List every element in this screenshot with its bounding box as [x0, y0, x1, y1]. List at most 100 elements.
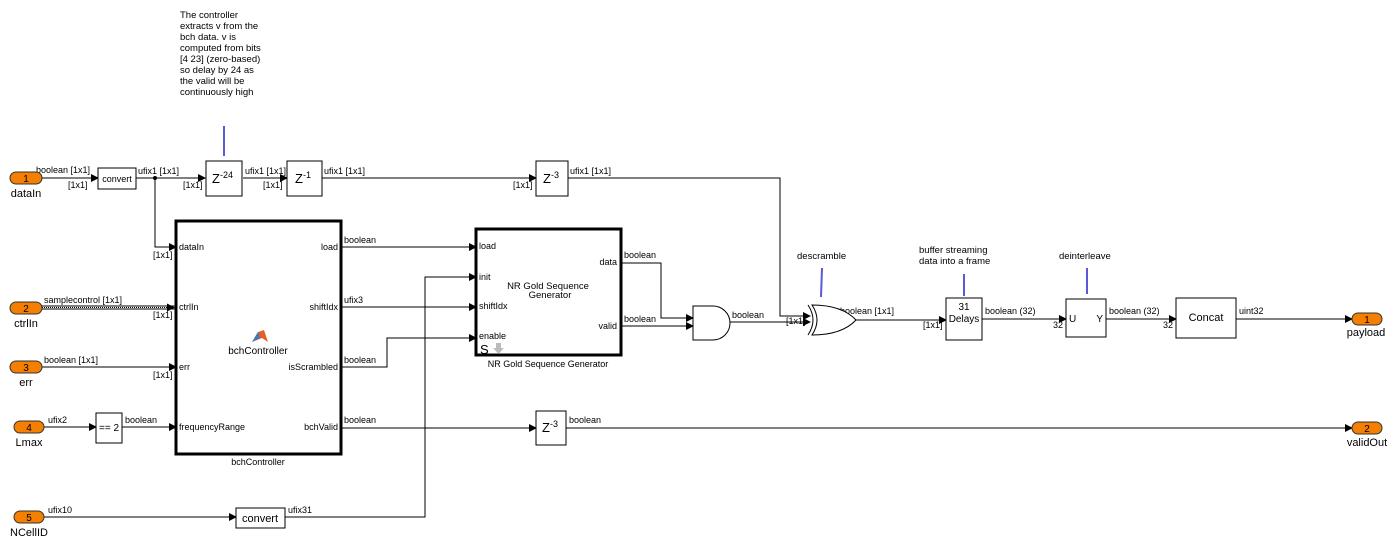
svg-text:payload: payload: [1347, 327, 1386, 339]
svg-text:Concat: Concat: [1189, 312, 1224, 324]
svg-text:Z-3: Z-3: [543, 170, 559, 186]
compare-to-constant-block[interactable]: == 2: [95, 412, 123, 444]
svg-text:extracts v from the: extracts v from the: [180, 21, 258, 32]
svg-text:Z-24: Z-24: [212, 170, 233, 186]
delay-24-block[interactable]: Z-24: [205, 160, 243, 197]
signal-label: boolean [1x1]: [44, 355, 98, 365]
signal-label: boolean: [125, 415, 157, 425]
svg-text:Lmax: Lmax: [16, 437, 43, 449]
inport-err[interactable]: 3 err: [9, 360, 43, 389]
signal-label: ufix10: [48, 505, 72, 515]
svg-text:computed from bits: computed from bits: [180, 43, 261, 54]
svg-text:bch data. v is: bch data. v is: [180, 32, 236, 43]
delay-1-block[interactable]: Z-1: [286, 160, 323, 197]
svg-text:shiftIdx: shiftIdx: [479, 301, 508, 311]
convert-block[interactable]: convert: [97, 167, 137, 190]
dim-label: [1x1]: [153, 310, 173, 320]
signal-label: boolean: [344, 355, 376, 365]
inport-Lmax[interactable]: 4 Lmax: [13, 420, 45, 449]
outport-payload[interactable]: 1 payload: [1347, 312, 1386, 339]
signal-label: boolean: [732, 310, 764, 320]
svg-text:1: 1: [1364, 315, 1370, 326]
signal-label: boolean (32): [985, 306, 1036, 316]
signal-label: ufix2: [48, 415, 67, 425]
deinterleave-block[interactable]: U Y: [1065, 298, 1107, 338]
dim-label: [1x1]: [153, 370, 173, 380]
svg-text:dataIn: dataIn: [179, 242, 204, 252]
convert-ncellid-block[interactable]: convert: [235, 507, 286, 529]
svg-text:load: load: [479, 241, 496, 251]
concat-block[interactable]: Concat: [1175, 297, 1237, 339]
svg-text:bchController: bchController: [228, 346, 288, 357]
svg-text:1: 1: [23, 174, 29, 185]
svg-text:enable: enable: [479, 331, 506, 341]
descramble-note: descramble: [797, 251, 846, 262]
outport-validOut[interactable]: 2 validOut: [1347, 421, 1387, 449]
delays-block[interactable]: 31 Delays: [945, 297, 983, 341]
svg-text:valid: valid: [598, 321, 617, 331]
svg-text:shiftIdx: shiftIdx: [309, 302, 338, 312]
svg-text:U: U: [1069, 314, 1076, 325]
nr-gold-sequence-generator-block[interactable]: load init shiftIdx enable data valid NR …: [474, 227, 623, 357]
svg-text:err: err: [179, 362, 190, 372]
deinterleave-note: deinterleave: [1059, 251, 1111, 262]
svg-text:3: 3: [23, 363, 29, 374]
buffer-note-line2: data into a frame: [919, 256, 990, 267]
dim-label: [1x1]: [923, 320, 943, 330]
svg-text:convert: convert: [242, 513, 278, 525]
svg-text:[4 23] (zero-based): [4 23] (zero-based): [180, 54, 260, 65]
inport-dataIn[interactable]: 1 dataIn: [9, 171, 43, 200]
annotation-connector: [820, 267, 823, 298]
svg-text:convert: convert: [102, 174, 132, 184]
svg-text:dataIn: dataIn: [11, 188, 42, 200]
svg-text:isScrambled: isScrambled: [288, 362, 338, 372]
dim-label: [1x1]: [153, 250, 173, 260]
and-gate-block[interactable]: [692, 305, 731, 341]
signal-label: ufix1 [1x1]: [324, 166, 365, 176]
wires: [42, 174, 1353, 521]
svg-text:The controller: The controller: [180, 10, 238, 21]
svg-text:bchValid: bchValid: [304, 422, 338, 432]
delay-3-valid-block[interactable]: Z-3: [535, 410, 567, 446]
dim-label: [1x1]: [513, 180, 533, 190]
signal-label: uint32: [1239, 306, 1264, 316]
stateflow-s-icon: S: [480, 342, 489, 357]
svg-text:the valid will be: the valid will be: [180, 76, 244, 87]
svg-text:Z-1: Z-1: [295, 170, 311, 186]
svg-text:err: err: [19, 377, 33, 389]
svg-text:Y: Y: [1096, 314, 1103, 325]
controller-note: The controller extracts v from the bch d…: [180, 10, 261, 98]
signal-label: samplecontrol [1x1]: [44, 295, 122, 305]
svg-text:init: init: [479, 272, 491, 282]
inport-NCellID[interactable]: 5 NCellID: [10, 510, 48, 539]
signal-label: boolean [1x1]: [840, 306, 894, 316]
bch-controller-name: bchController: [231, 457, 285, 467]
dim-label: [1x1]: [263, 180, 283, 190]
svg-text:Z-3: Z-3: [542, 419, 558, 435]
signal-label: boolean: [624, 250, 656, 260]
inport-ctrlIn[interactable]: 2 ctrlIn: [9, 301, 43, 330]
signal-label: ufix1 [1x1]: [570, 166, 611, 176]
signal-label: ufix1 [1x1]: [245, 166, 286, 176]
svg-text:31: 31: [958, 302, 970, 313]
bch-controller-block[interactable]: dataIn ctrlIn err frequencyRange load sh…: [174, 219, 343, 456]
svg-text:Generator: Generator: [529, 290, 572, 301]
xor-gate-block[interactable]: [807, 304, 857, 336]
svg-text:load: load: [321, 242, 338, 252]
svg-text:NR Gold Sequence: NR Gold Sequence: [507, 281, 589, 292]
svg-text:4: 4: [26, 423, 32, 434]
svg-text:ctrlIn: ctrlIn: [14, 318, 38, 330]
signal-label: ufix1 [1x1]: [138, 166, 179, 176]
dim-label: 32: [1163, 320, 1173, 330]
svg-text:validOut: validOut: [1347, 437, 1387, 449]
delay-3-block[interactable]: Z-3: [535, 160, 569, 197]
svg-text:so delay by 24 as: so delay by 24 as: [180, 65, 254, 76]
signal-label: boolean: [569, 415, 601, 425]
svg-text:5: 5: [26, 513, 32, 524]
svg-text:2: 2: [23, 304, 29, 315]
buffer-note-line1: buffer streaming: [919, 245, 987, 256]
down-arrow-icon: [493, 343, 504, 354]
signal-label: boolean: [344, 415, 376, 425]
dim-label: [1x1]: [786, 316, 806, 326]
signal-label: boolean (32): [1109, 306, 1160, 316]
